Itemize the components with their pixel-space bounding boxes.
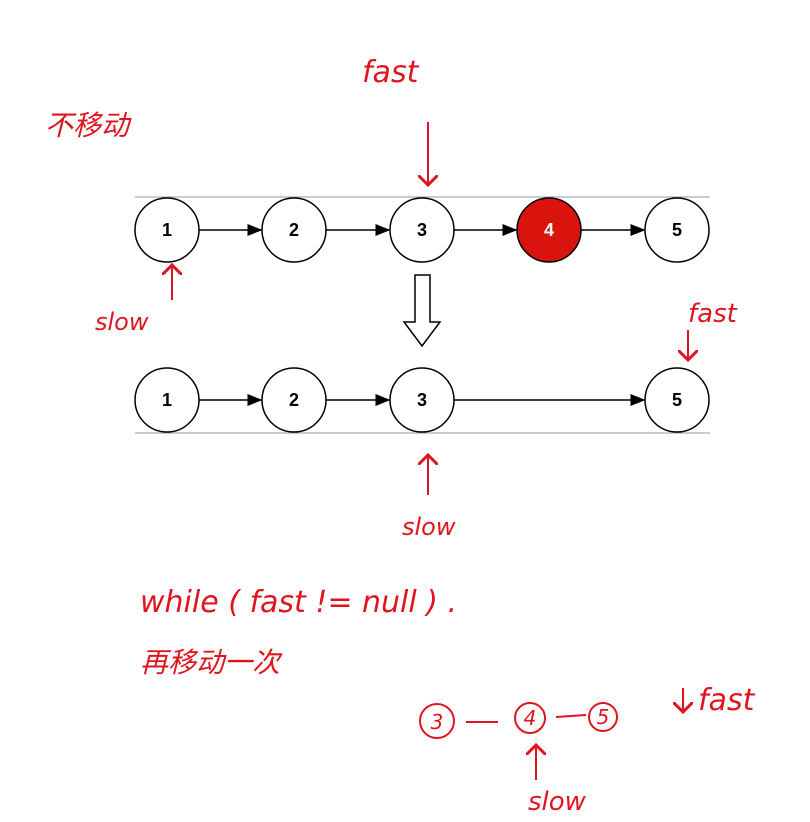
sketch-node-3: 3 xyxy=(431,710,444,734)
top-node-2: 2 xyxy=(261,197,327,263)
top-node-3: 3 xyxy=(389,197,455,263)
node-label: 5 xyxy=(672,220,682,240)
node-label: 3 xyxy=(417,390,427,410)
node-label: 4 xyxy=(544,220,554,240)
no-move-label: 不移动 xyxy=(45,109,132,142)
top-node-4-highlighted: 4 xyxy=(516,197,582,263)
bottom-node-5: 5 xyxy=(644,367,710,433)
node-label: 1 xyxy=(162,220,172,240)
slow-label-top: slow xyxy=(95,308,149,336)
bottom-node-2: 2 xyxy=(261,367,327,433)
top-node-5: 5 xyxy=(644,197,710,263)
slow-label-small: slow xyxy=(528,787,587,817)
node-label: 3 xyxy=(417,220,427,240)
fast-label-top: fast xyxy=(362,55,420,90)
sketch-node-4: 4 xyxy=(524,706,537,730)
node-label: 2 xyxy=(289,220,299,240)
node-label: 1 xyxy=(162,390,172,410)
transform-arrow-icon xyxy=(402,274,442,348)
bottom-node-3: 3 xyxy=(389,367,455,433)
top-node-1: 1 xyxy=(134,197,200,263)
loop-condition-label: while ( fast != null ) . xyxy=(140,585,457,620)
move-again-label: 再移动一次 xyxy=(140,646,283,679)
fast-label-right: fast xyxy=(688,299,738,329)
sketch-node-5: 5 xyxy=(597,705,610,729)
node-label: 2 xyxy=(289,390,299,410)
sketch-list xyxy=(419,702,618,739)
slow-label-bottom: slow xyxy=(402,513,456,541)
node-label: 5 xyxy=(672,390,682,410)
fast-label-small: fast xyxy=(698,683,756,718)
bottom-node-1: 1 xyxy=(134,367,200,433)
